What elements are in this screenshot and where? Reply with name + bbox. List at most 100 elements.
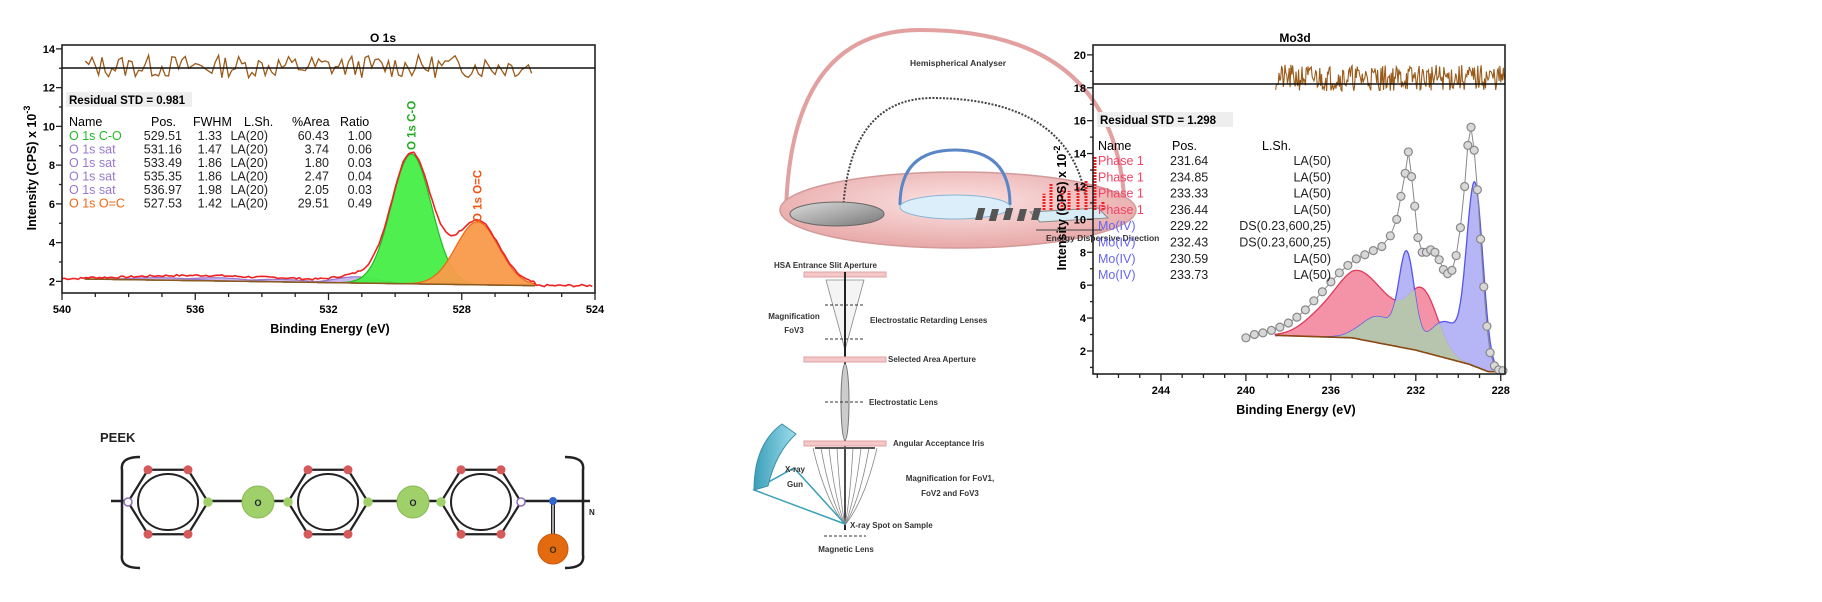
magnetic-lens-ray bbox=[844, 447, 870, 526]
o1s-table-header: FWHM bbox=[193, 115, 232, 129]
o1s-y-tick-label: 14 bbox=[43, 44, 56, 56]
peek-ether-oxygen-1 bbox=[241, 485, 275, 519]
mo3d-table-cell: 234.85 bbox=[1170, 170, 1208, 184]
o1s-table-cell: 536.97 bbox=[144, 183, 182, 197]
mo3d-data-point bbox=[1469, 145, 1479, 155]
peek-ring-hydrogen-site bbox=[456, 529, 466, 539]
detector-channel bbox=[1016, 209, 1027, 221]
o1s-table-cell: 29.51 bbox=[298, 197, 329, 211]
mo3d-y-tick-label: 12 bbox=[1074, 181, 1086, 193]
o1s-table-cell: 1.86 bbox=[198, 170, 222, 184]
peek-ring-hydrogen-site bbox=[183, 529, 193, 539]
mo3d-data-point bbox=[1343, 260, 1353, 271]
peek-ring-hydrogen-site bbox=[456, 465, 466, 475]
o1s-table-header: L.Sh. bbox=[244, 115, 273, 129]
mo3d-residual-std-box bbox=[1097, 112, 1233, 127]
o1s-table-cell: LA(20) bbox=[230, 170, 268, 184]
o1s-table-cell: 2.05 bbox=[305, 183, 329, 197]
o1s-y-tick-label: 4 bbox=[49, 238, 56, 250]
mo3d-table-cell: LA(50) bbox=[1293, 268, 1331, 282]
mo3d-table-header: L.Sh. bbox=[1262, 139, 1291, 153]
o1s-y-axis-label: Intensity (CPS) x 10-3 bbox=[22, 106, 39, 231]
mo3d-table-name: Phase 1 bbox=[1098, 154, 1144, 168]
mo3d-residual-std: Residual STD = 1.298 bbox=[1100, 115, 1217, 127]
o1s-table-name: O 1s sat bbox=[69, 156, 116, 170]
o1s-table-cell: 1.00 bbox=[348, 129, 372, 143]
mo3d-data-point bbox=[1479, 282, 1489, 292]
mo3d-data-point bbox=[1392, 214, 1402, 224]
label-energy-dispersive: Energy Dispersive Direction bbox=[1046, 233, 1159, 243]
label-magnification-fov3-1: Magnification bbox=[768, 312, 820, 321]
peek-ring-hydrogen-site bbox=[496, 529, 506, 539]
o1s-table-cell: 535.35 bbox=[144, 170, 182, 184]
angular-acceptance-iris bbox=[803, 440, 887, 447]
o1s-table-header: Pos. bbox=[151, 115, 176, 129]
mo3d-data-point bbox=[1258, 328, 1268, 338]
mo3d-data-point bbox=[1485, 348, 1495, 358]
o1s-table-cell: 0.06 bbox=[348, 143, 372, 157]
o1s-table-cell: 1.98 bbox=[198, 183, 222, 197]
electron-trajectory bbox=[842, 96, 1087, 211]
mo3d-overlap-fill bbox=[1275, 289, 1505, 372]
mo3d-y-tick-label: 14 bbox=[1074, 149, 1087, 161]
mo3d-background-line bbox=[1275, 334, 1505, 373]
peek-ring-right-carbon bbox=[516, 497, 526, 507]
mo3d-table-cell: LA(50) bbox=[1293, 187, 1331, 201]
label-electrostatic-lens: Electrostatic Lens bbox=[869, 398, 938, 407]
o1s-table-cell: 1.42 bbox=[198, 197, 222, 211]
mo3d-data-point bbox=[1413, 232, 1423, 243]
o1s-table-cell: 529.51 bbox=[144, 129, 182, 143]
peek-ether-oxygen-2-label: O bbox=[409, 498, 416, 508]
o1s-table-header: Ratio bbox=[340, 115, 369, 129]
peek-ring-left-carbon bbox=[436, 497, 446, 507]
mo3d-x-tick-label: 236 bbox=[1322, 385, 1340, 397]
inner-hemisphere bbox=[898, 148, 1012, 206]
mo3d-y-tick-label: 4 bbox=[1080, 313, 1087, 325]
label-magnification-all-2: FoV2 and FoV3 bbox=[921, 489, 979, 498]
o1s-table-cell: 533.49 bbox=[144, 156, 182, 170]
peek-ring-hydrogen-site bbox=[343, 529, 353, 539]
peek-ring-right-carbon bbox=[203, 497, 213, 507]
mo3d-data-point bbox=[1334, 268, 1344, 278]
mo3d-table-cell: LA(50) bbox=[1293, 252, 1331, 266]
mo3d-data-point bbox=[1475, 234, 1486, 244]
o1s-envelope-line bbox=[61, 151, 593, 288]
mo3d-data-points bbox=[1241, 122, 1508, 376]
label-xray-spot: X-ray Spot on Sample bbox=[850, 521, 933, 530]
mo3d-plot-frame bbox=[1092, 44, 1506, 375]
o1s-table-name: O 1s sat bbox=[69, 170, 116, 184]
detector-channel bbox=[975, 208, 986, 220]
o1s-peak-label: O 1s C-O bbox=[406, 101, 418, 150]
o1s-table-cell: 0.03 bbox=[348, 156, 372, 170]
o1s-x-tick-label: 524 bbox=[586, 304, 605, 316]
o1s-peak-label: O 1s O=C bbox=[472, 170, 484, 222]
mo3d-table-cell: DS(0.23,600,25) bbox=[1239, 219, 1331, 233]
mo3d-y-tick-label: 10 bbox=[1074, 214, 1086, 226]
o1s-y-tick-label: 2 bbox=[49, 276, 55, 288]
mo3d-data-point bbox=[1430, 247, 1440, 257]
peek-title: PEEK bbox=[100, 430, 136, 445]
mo3d-table-name: Phase 1 bbox=[1098, 203, 1144, 217]
mo3d-data-point bbox=[1406, 172, 1417, 182]
o1s-title: O 1s bbox=[370, 31, 396, 45]
mo3d-data-point bbox=[1317, 287, 1327, 297]
mo3d-data-point bbox=[1292, 312, 1302, 322]
mo3d-table-cell: 232.43 bbox=[1170, 236, 1208, 250]
o1s-table-cell: 1.80 bbox=[305, 156, 329, 170]
peek-ring-2 bbox=[286, 468, 370, 536]
mo3d-residual-line bbox=[1275, 63, 1506, 93]
o1s-table-cell: 1.33 bbox=[198, 129, 222, 143]
o1s-table-cell: 0.03 bbox=[348, 183, 372, 197]
o1s-table-header: Name bbox=[69, 115, 102, 129]
o1s-table-name: O 1s C-O bbox=[69, 129, 122, 143]
peek-repeat-n: N bbox=[589, 508, 595, 517]
mo3d-y-axis-label-base: Intensity (CPS) x 10 bbox=[1055, 154, 1069, 271]
magnetic-lens-ray bbox=[844, 447, 878, 526]
label-magnification-fov3-2: FoV3 bbox=[784, 326, 804, 335]
o1s-table-cell: 527.53 bbox=[144, 197, 182, 211]
